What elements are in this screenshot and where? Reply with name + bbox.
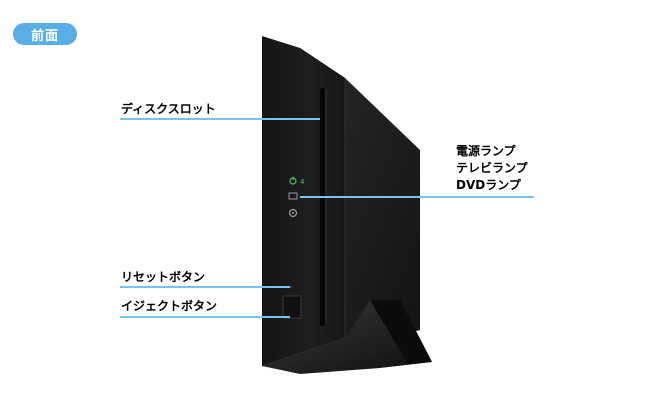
power-icon: 4: [289, 176, 305, 186]
disc-icon: [288, 208, 298, 218]
callout-power-lamp-label: 電源ランプ: [456, 144, 516, 158]
tv-icon: [288, 192, 298, 200]
disc-slot: [320, 88, 325, 326]
callout-eject-button-line: [120, 316, 290, 318]
eject-button-shape: [282, 295, 302, 319]
svg-text:4: 4: [300, 178, 305, 186]
section-badge-front: 前面: [13, 23, 77, 45]
callout-dvd-lamp-label: DVDランプ: [456, 178, 521, 192]
callout-disc-slot-label: ディスクスロット: [121, 102, 216, 116]
callout-disc-slot-line: [120, 118, 320, 120]
callout-tv-lamp-label: テレビランプ: [456, 161, 528, 175]
reset-button-hole: [289, 285, 293, 289]
callout-reset-button-label: リセットボタン: [121, 270, 206, 284]
callout-lamps-labels: 電源ランプ テレビランプ DVDランプ: [456, 143, 528, 194]
callout-eject-button-label: イジェクトボタン: [121, 299, 218, 313]
callout-reset-button-line: [120, 286, 290, 288]
callout-lamps-line: [300, 196, 534, 198]
